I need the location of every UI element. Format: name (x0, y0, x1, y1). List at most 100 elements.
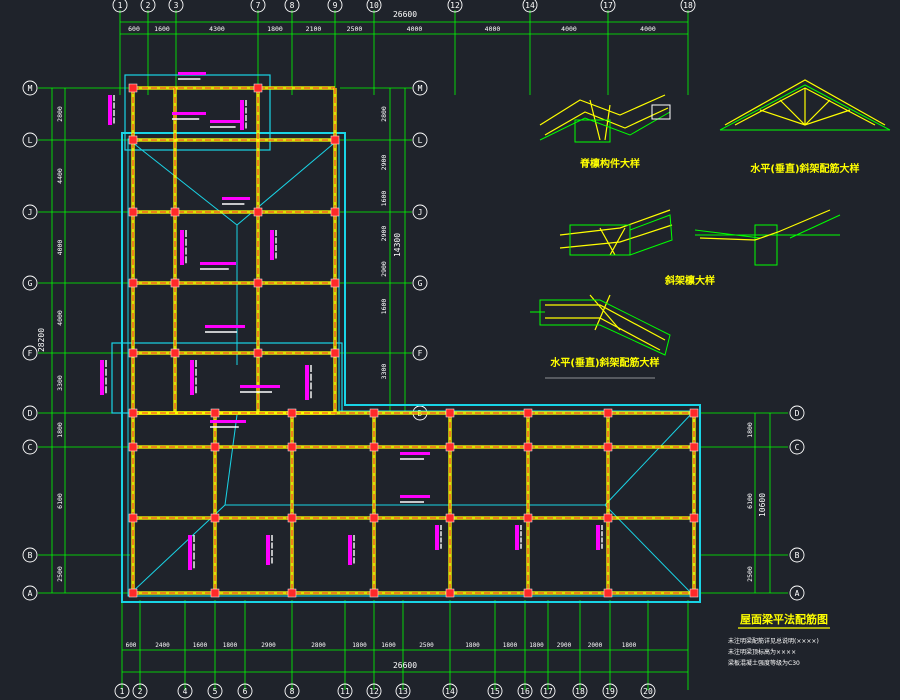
grid-bubble-label: 2 (146, 1, 151, 10)
bottom-overall-dimension: 26600 (393, 661, 417, 670)
column (128, 408, 138, 418)
column (170, 207, 180, 217)
detail-title-2: 水平(垂直)斜架配筋大样 (749, 162, 859, 175)
grid-bubble (337, 683, 353, 699)
bottom-grid-bubble: 6 (237, 683, 253, 699)
left-grid-bubble: J (22, 204, 38, 220)
grid-bubble-label: 18 (575, 687, 585, 696)
top-grid-bubble: 12 (447, 0, 463, 13)
right-upper-grid-bubble: L (412, 132, 428, 148)
grid-bubble-label: 2 (138, 687, 143, 696)
grid-bubble (602, 683, 618, 699)
bottom-grid-bubble: 4 (177, 683, 193, 699)
grid-bubble-label: A (795, 589, 800, 598)
grid-bubble-label: 11 (340, 687, 350, 696)
grid-bubble-label: L (418, 136, 423, 145)
annotation-bar (180, 230, 184, 265)
left-dimension-value: 4400 (56, 168, 64, 184)
column (128, 442, 138, 452)
grid-bubble (207, 683, 223, 699)
right-grid-axes: MLJGFDDCBA (340, 80, 805, 601)
grid-bubble-label: 15 (490, 687, 500, 696)
annotation-bar (348, 535, 352, 565)
column (287, 513, 297, 523)
grid-bubble-label: 17 (543, 687, 553, 696)
column (210, 442, 220, 452)
bottom-dimension-value: 1600 (193, 642, 208, 649)
beam-annotation (348, 535, 355, 565)
beam-annotation (210, 420, 246, 428)
column (253, 83, 263, 93)
grid-bubble (540, 683, 556, 699)
grid-bubble-label: J (418, 208, 423, 217)
grid-bubble-label: J (28, 208, 33, 217)
column (287, 442, 297, 452)
grid-bubble-label: 4 (183, 687, 188, 696)
column (330, 207, 340, 217)
bottom-grid-bubble: 12 (366, 683, 382, 699)
column (523, 408, 533, 418)
grid-bubble (132, 683, 148, 699)
column (523, 442, 533, 452)
grid-bubble-label: F (418, 349, 423, 358)
bottom-dimension-value: 1800 (503, 642, 518, 649)
right-upper-dimension-value: 2900 (380, 155, 388, 171)
right-upper-dimension-value: 2900 (380, 261, 388, 277)
grid-bubble (22, 547, 38, 563)
grid-bubble-label: M (28, 84, 33, 93)
top-dimension-value: 600 (128, 25, 140, 33)
top-grid-bubble: 9 (327, 0, 343, 13)
grid-bubble-label: 8 (290, 1, 295, 10)
annotation-bar (435, 525, 439, 550)
grid-bubble (284, 683, 300, 699)
left-dimension-value: 4000 (56, 310, 64, 326)
grid-bubble-label: 17 (603, 1, 613, 10)
bottom-grid-bubble: 8 (284, 683, 300, 699)
column (445, 588, 455, 598)
column (689, 408, 699, 418)
left-grid-bubble: D (22, 405, 38, 421)
annotation-bar (108, 95, 112, 125)
top-grid-bubble: 18 (680, 0, 696, 13)
grid-bubble (517, 683, 533, 699)
grid-bubble (22, 585, 38, 601)
grid-bubble-label: G (418, 279, 423, 288)
grid-bubble (22, 439, 38, 455)
right-upper-grid-bubble: F (412, 345, 428, 361)
bottom-dimension-value: 2800 (311, 642, 326, 649)
plan-note-2: 未注明梁顶标高为×××× (728, 648, 796, 656)
top-dimension-value: 1800 (267, 25, 283, 33)
left-overall-dimension: 28200 (37, 328, 46, 352)
right-lower-overall-dimension: 10600 (758, 493, 767, 517)
grid-bubble-label: B (28, 551, 33, 560)
detail-title-1: 脊檩构件大样 (579, 157, 640, 170)
bottom-grid-bubble: 15 (487, 683, 503, 699)
bottom-dimension-value: 600 (126, 642, 137, 649)
top-grid-bubble: 8 (284, 0, 300, 13)
beam-annotation (190, 360, 197, 395)
column (128, 348, 138, 358)
annotation-bar (240, 100, 244, 130)
grid-bubble-label: M (418, 84, 423, 93)
column-markers (128, 83, 699, 598)
column (253, 207, 263, 217)
plan-note-3: 梁板混凝土强度等级为C30 (728, 659, 800, 667)
grid-bubble-label: 14 (445, 687, 455, 696)
grid-bubble (412, 132, 428, 148)
beam-annotation (172, 112, 206, 120)
top-grid-bubble: 3 (168, 0, 184, 13)
detail-title-3: 斜架檩大样 (664, 274, 715, 287)
grid-bubble (366, 683, 382, 699)
grid-bubble (112, 0, 128, 13)
annotation-bar (400, 452, 430, 455)
column (523, 588, 533, 598)
right-lower-dimension-value: 2500 (746, 566, 754, 582)
grid-bubble-label: 5 (213, 687, 218, 696)
annotation-bar (596, 525, 600, 550)
annotation-bar (210, 120, 242, 123)
plan-note-1: 未注明梁配筋详见总说明(××××) (728, 637, 819, 645)
bottom-grid-bubble: 16 (517, 683, 533, 699)
grid-bubble-label: L (28, 136, 33, 145)
right-upper-dimension-value: 2900 (380, 226, 388, 242)
